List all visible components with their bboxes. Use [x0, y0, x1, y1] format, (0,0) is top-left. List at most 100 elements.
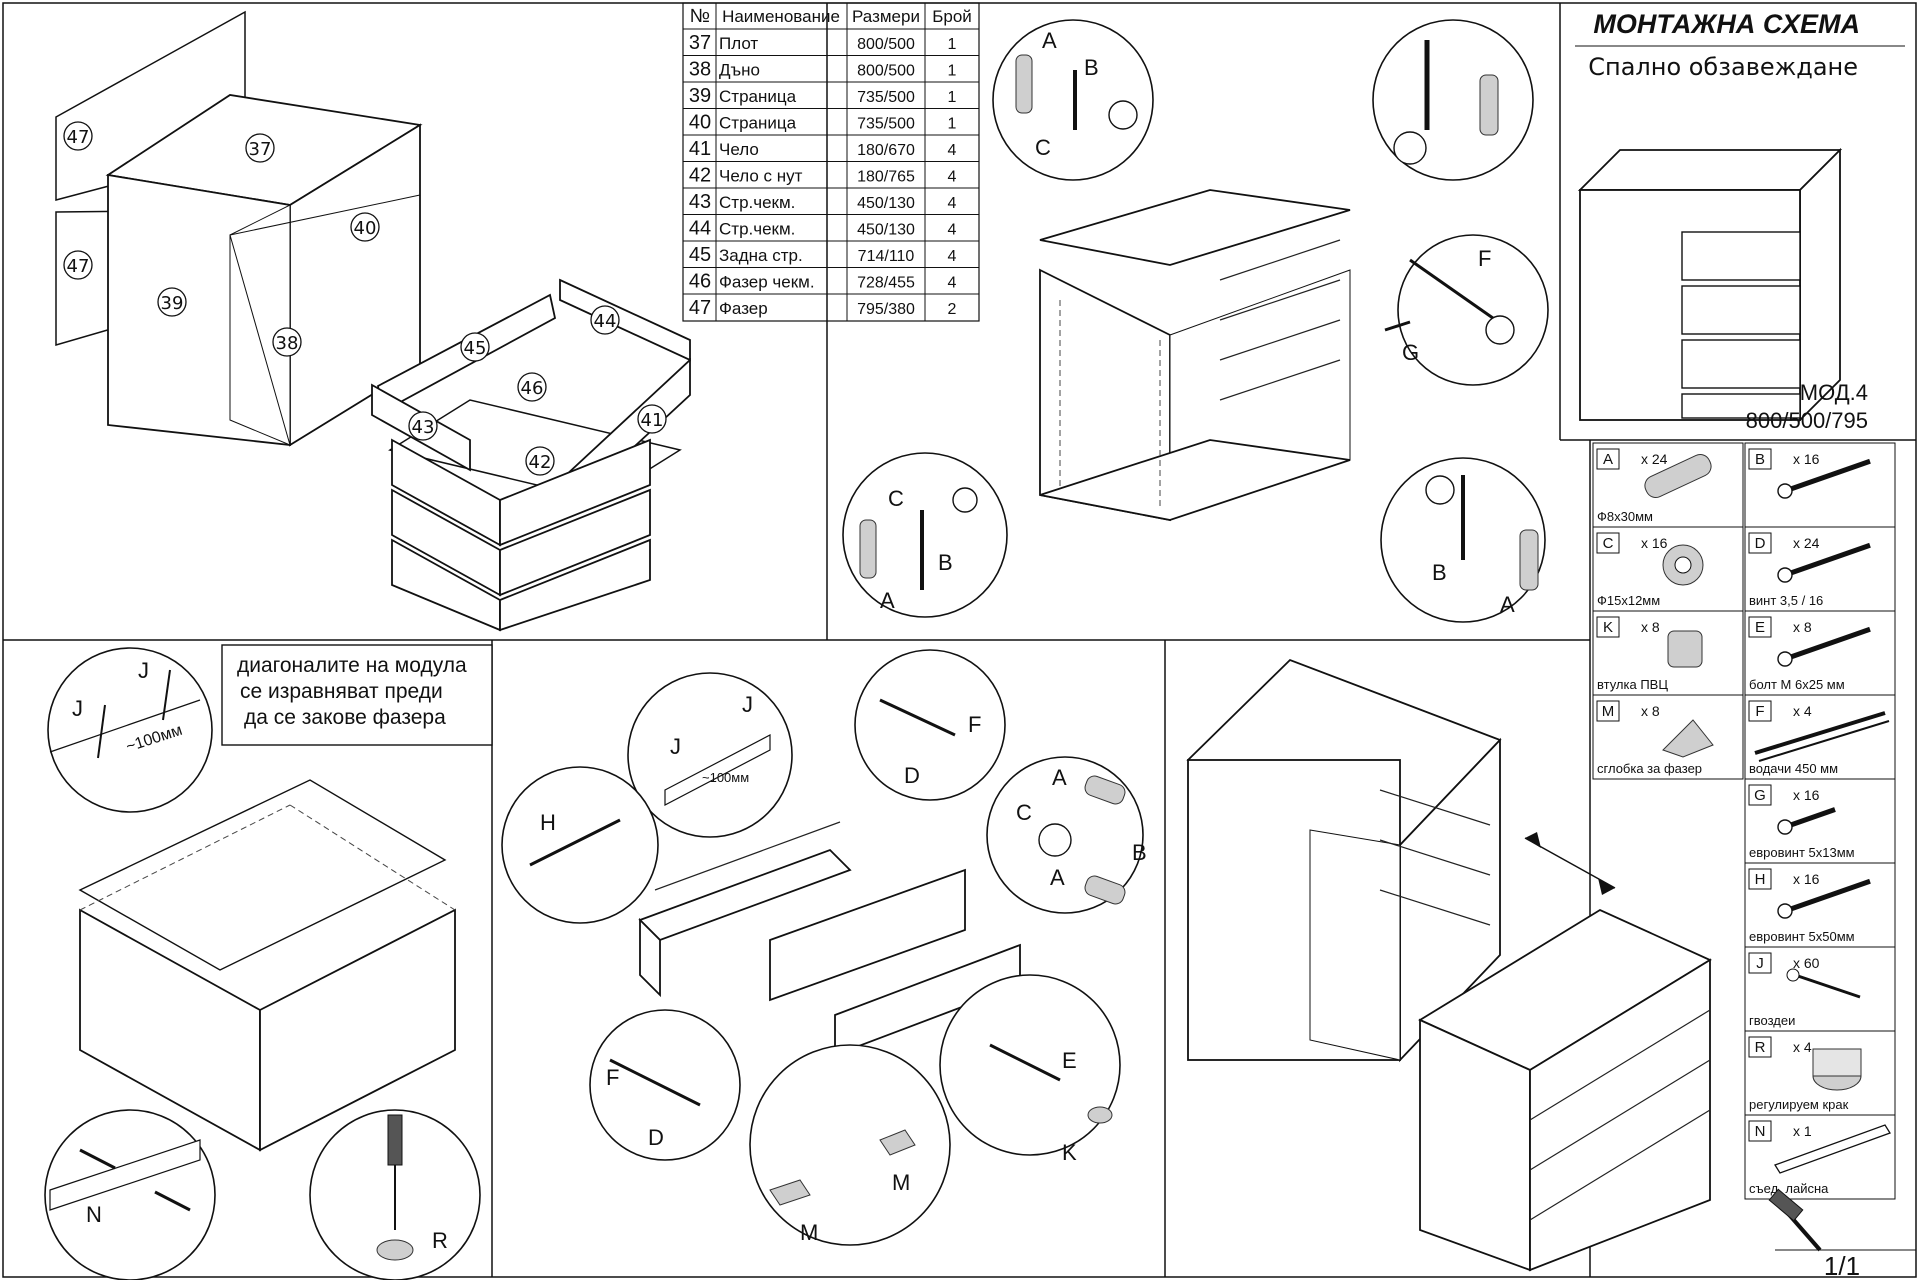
hardware-code: E — [1755, 619, 1765, 636]
hardware-quantity: x 1 — [1793, 1123, 1812, 1139]
hardware-label: Ф8x30мм — [1597, 509, 1653, 524]
part-qty: 4 — [948, 169, 957, 186]
drawer-screw-label-h: H — [540, 810, 556, 835]
table-header-qty: Брой — [932, 7, 972, 26]
part-qty: 4 — [948, 142, 957, 159]
part-name: Страница — [719, 87, 797, 106]
part-qty: 4 — [948, 248, 957, 265]
drawer-nail-label-j1: J — [670, 734, 681, 759]
hardware-quantity: x 16 — [1793, 871, 1820, 887]
part-name: Стр.чекм. — [719, 193, 795, 212]
foot-label-r: R — [432, 1228, 448, 1253]
hardware-code: N — [1755, 1123, 1766, 1140]
cam-bolt-icon — [1777, 458, 1871, 499]
model-name: МОД.4 — [1800, 380, 1868, 405]
part-number: 47 — [689, 297, 711, 319]
part-qty: 4 — [948, 275, 957, 292]
part-name: Стр.чекм. — [719, 220, 795, 239]
detail-dowel-cam-left: C B A — [842, 452, 1008, 618]
callout-number: 43 — [412, 417, 435, 438]
callout-p40: 40 — [350, 212, 380, 242]
part-name: Плот — [719, 34, 758, 53]
fitting-label-c: C — [1016, 800, 1032, 825]
callout-number: 41 — [641, 410, 664, 431]
part-number: 37 — [689, 32, 711, 54]
callout-number: 47 — [67, 256, 90, 277]
part-size: 795/380 — [857, 301, 915, 318]
hardware-label: втулка ПВЦ — [1597, 677, 1668, 692]
detail-dowel-cam-top: A B C — [992, 19, 1154, 181]
hardware-quantity: x 4 — [1793, 1039, 1812, 1055]
hardware-label: гвоздеи — [1749, 1013, 1795, 1028]
hardware-code: C — [1603, 535, 1614, 552]
part-name: Чело с нут — [719, 167, 803, 186]
carcass-exploded-view — [55, 10, 423, 447]
part-size: 800/500 — [857, 63, 915, 80]
part-name: Страница — [719, 114, 797, 133]
nail-label-j1: J — [72, 696, 83, 721]
part-number: 42 — [689, 165, 711, 187]
callout-number: 40 — [354, 218, 377, 239]
detail-label-g: G — [1402, 340, 1419, 365]
sleeve-label-k: K — [1062, 1140, 1077, 1165]
callout-number: 37 — [249, 139, 272, 160]
cam-lock-icon — [1662, 544, 1704, 586]
part-name: Фазер чекм. — [719, 273, 815, 292]
part-name: Чело — [719, 140, 759, 159]
detail-label-b2: B — [938, 550, 953, 575]
hardware-code: R — [1755, 1039, 1766, 1056]
back-nailing-step: диагоналите на модула се изравняват пред… — [44, 644, 493, 1280]
callout-p44: 44 — [590, 305, 620, 335]
callout-number: 44 — [594, 311, 617, 332]
callout-number: 38 — [276, 333, 299, 354]
part-size: 735/500 — [857, 116, 915, 133]
part-number: 39 — [689, 85, 711, 107]
part-number: 38 — [689, 59, 711, 81]
wood-screw-icon — [1777, 542, 1871, 583]
hardware-quantity: x 16 — [1641, 535, 1668, 551]
table-header-size: Размери — [852, 7, 920, 26]
hardware-quantity: x 4 — [1793, 703, 1812, 719]
nail-label-j2: J — [138, 658, 149, 683]
detail-dowel-cam-right — [1372, 19, 1534, 181]
hardware-label: сглобка за фазер — [1597, 761, 1702, 776]
slide-label-f: F — [968, 712, 981, 737]
sheet-subtitle: Спално обзавеждане — [1588, 53, 1858, 81]
hardware-code: M — [1602, 703, 1615, 720]
callout-p47b: 47 — [63, 250, 93, 280]
callout-p45: 45 — [460, 332, 490, 362]
detail-label-f: F — [1478, 246, 1491, 271]
hardware-quantity: x 24 — [1793, 535, 1820, 551]
final-assembly-step — [1186, 658, 1712, 1272]
part-size: 728/455 — [857, 275, 915, 292]
hardware-label: евровинт 5x50мм — [1749, 929, 1855, 944]
drawer-nail-label-j2: J — [742, 692, 753, 717]
callout-p39: 39 — [157, 287, 187, 317]
hardware-quantity: x 16 — [1793, 451, 1820, 467]
dresser-preview-illustration — [1577, 147, 1843, 423]
clip-label-m2: M — [892, 1170, 910, 1195]
title-block: МОНТАЖНА СХЕМА Спално обзавеждане МОД.4 … — [1575, 9, 1905, 433]
hardware-code: D — [1755, 535, 1766, 552]
hardware-label: евровинт 5x13мм — [1749, 845, 1855, 860]
hardware-code: H — [1755, 871, 1766, 888]
part-number: 43 — [689, 191, 711, 213]
drawer-assembly-step: J J ~100мм H F D A C B A F D M M E — [501, 649, 1147, 1246]
hardware-quantity: x 24 — [1641, 451, 1668, 467]
detail-label-a: A — [1042, 28, 1057, 53]
front-label-f: F — [606, 1065, 619, 1090]
hardware-quantity: x 60 — [1793, 955, 1820, 971]
part-size: 714/110 — [858, 248, 915, 265]
joining-strip-icon — [1774, 1124, 1891, 1174]
bolt-icon — [1777, 626, 1871, 667]
fiberboard-clip-icon — [1662, 719, 1714, 758]
